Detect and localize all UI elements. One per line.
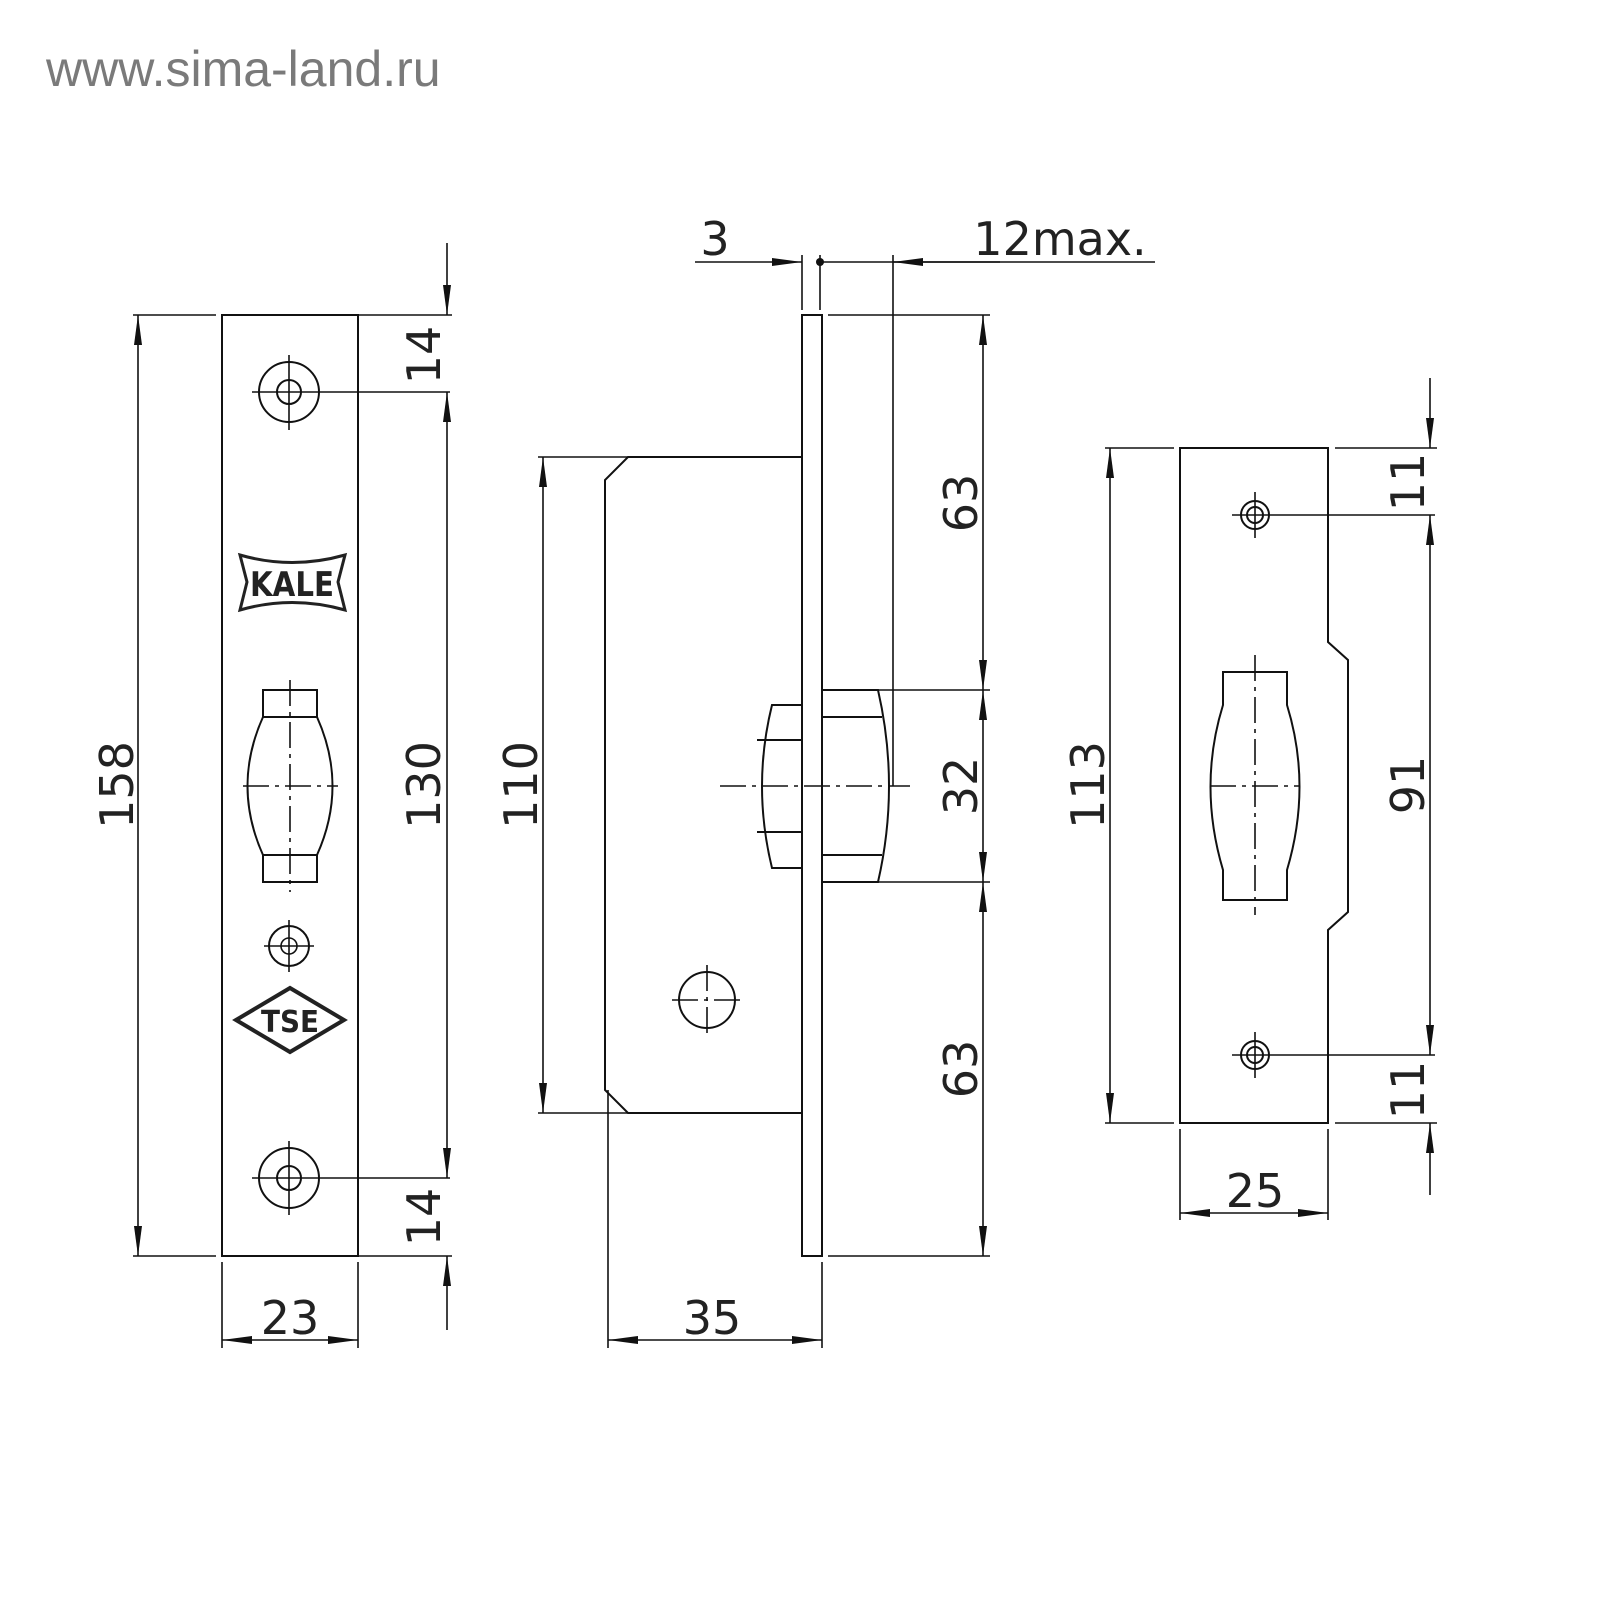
strike-keyhole [1209, 655, 1301, 915]
screw-hole-bottom [252, 1141, 450, 1215]
dim-faceplate-thickness: 3 [700, 212, 729, 266]
dim-plate-width: 23 [261, 1291, 320, 1345]
front-plate-view: KALE TSE 158 14 130 [90, 243, 452, 1348]
tse-logo: TSE [232, 985, 348, 1055]
dim-strike-height: 113 [1061, 741, 1115, 829]
dim-strike-offset-top: 11 [1381, 453, 1435, 512]
dim-strike-width: 25 [1226, 1164, 1285, 1218]
dim-top-to-latch: 63 [934, 474, 988, 533]
dim-hole-spacing: 130 [397, 741, 451, 829]
svg-text:TSE: TSE [261, 1005, 319, 1040]
side-view: 3 12max. 110 63 32 63 35 [494, 212, 1155, 1348]
latch-bolt [720, 689, 910, 883]
dimension-lines-strike [1105, 378, 1437, 1220]
strike-hole-bottom [1232, 1032, 1435, 1078]
dim-latch-projection: 12max. [973, 212, 1146, 266]
keyhole-cutout [243, 680, 338, 892]
dim-strike-hole-spacing: 91 [1381, 756, 1435, 815]
lock-body [604, 456, 802, 1114]
dimension-lines-front [133, 243, 452, 1348]
strike-plate-outline [1179, 447, 1349, 1124]
front-plate-outline [221, 314, 359, 1257]
dim-backset-depth: 35 [683, 1291, 742, 1345]
dim-body-height: 110 [494, 741, 548, 829]
dimension-lines-side [538, 255, 1155, 1348]
dim-plate-height: 158 [90, 741, 144, 829]
svg-text:KALE: KALE [250, 565, 334, 605]
dim-hole-offset-bottom: 14 [397, 1188, 451, 1247]
dim-hole-offset-top: 14 [397, 326, 451, 385]
kale-logo: KALE [237, 552, 348, 613]
spindle-hole [672, 965, 742, 1035]
strike-hole-top [1232, 492, 1435, 538]
dim-latch-to-bottom: 63 [934, 1040, 988, 1099]
dim-latch-height: 32 [934, 757, 988, 816]
strike-plate-view: 113 11 91 11 25 [1061, 378, 1437, 1220]
site-watermark: www.sima-land.ru [46, 41, 441, 97]
screw-head [264, 920, 314, 972]
dim-strike-offset-bottom: 11 [1381, 1061, 1435, 1120]
screw-hole-top [252, 355, 450, 430]
